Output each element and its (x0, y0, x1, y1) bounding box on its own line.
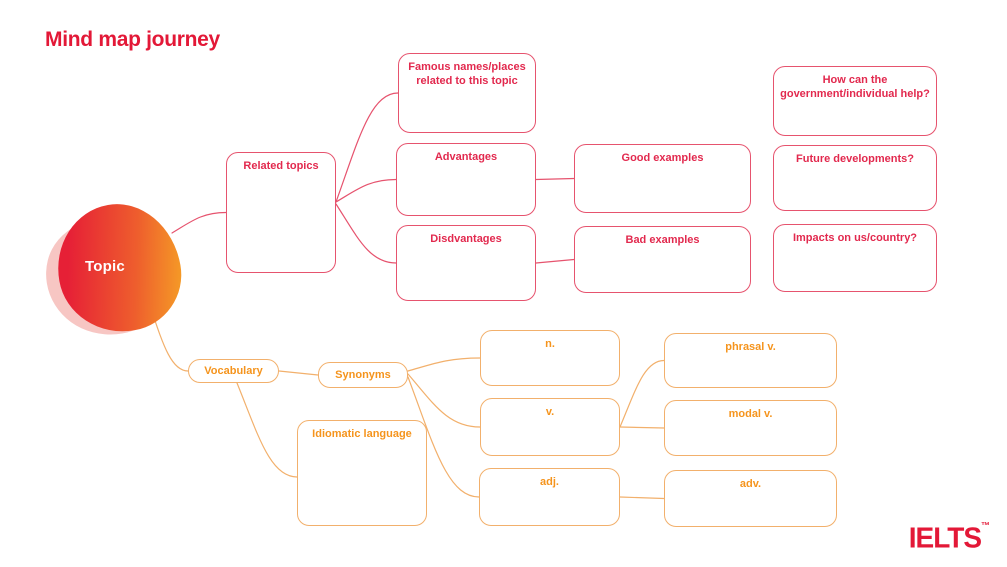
node-label: Good examples (621, 152, 704, 164)
ielts-logo: IELTS™ (908, 520, 990, 554)
ielts-logo-text: IELTS (908, 521, 982, 554)
edge-related-topics-to-advantages (335, 178, 397, 203)
page-title: Mind map journey (45, 28, 220, 51)
node-disadvantages: Disdvantages (396, 225, 536, 301)
node-adjective: adj. (479, 468, 620, 526)
node-label: phrasal v. (725, 341, 776, 353)
edge-related-topics-to-famous-names (335, 92, 399, 203)
node-label: Impacts on us/country? (792, 232, 918, 244)
trademark-symbol: ™ (981, 520, 990, 531)
node-vocabulary: Vocabulary (188, 359, 279, 383)
node-label: Famous names/places related to this topi… (408, 61, 526, 88)
node-bad-examples: Bad examples (574, 226, 751, 293)
topic-label: Topic (85, 258, 125, 275)
node-label: How can the government/individual help? (780, 74, 930, 101)
edge-synonyms-to-verb (407, 373, 481, 428)
node-label: Synonyms (335, 368, 391, 381)
node-label: n. (545, 338, 555, 350)
node-label: Related topics (243, 160, 319, 172)
node-label: Future developments? (796, 153, 914, 165)
node-label: Vocabulary (204, 364, 263, 377)
node-label: Bad examples (625, 234, 700, 246)
node-label: Disdvantages (430, 233, 502, 245)
node-future-developments: Future developments? (773, 145, 937, 211)
topic-node: Topic (33, 194, 191, 348)
node-government-help: How can the government/individual help? (773, 66, 937, 136)
edge-verb-to-phrasal-verb (619, 359, 665, 428)
edge-adjective-to-adverb (619, 496, 665, 500)
node-label: adv. (739, 478, 762, 490)
edge-synonyms-to-noun (407, 357, 481, 372)
node-related-topics: Related topics (226, 152, 336, 273)
edge-vocabulary-to-synonyms (278, 370, 319, 376)
node-label: Idiomatic language (312, 428, 412, 440)
node-synonyms: Synonyms (318, 362, 408, 388)
node-noun: n. (480, 330, 620, 386)
node-label: modal v. (728, 408, 773, 420)
node-adverb: adv. (664, 470, 837, 527)
node-verb: v. (480, 398, 620, 456)
edge-verb-to-modal-verb (619, 426, 665, 429)
node-impacts: Impacts on us/country? (773, 224, 937, 292)
node-modal-verb: modal v. (664, 400, 837, 456)
node-advantages: Advantages (396, 143, 536, 216)
node-label: Advantages (434, 151, 498, 163)
edge-advantages-to-good-examples (535, 177, 575, 181)
node-good-examples: Good examples (574, 144, 751, 213)
node-idiomatic-language: Idiomatic language (297, 420, 427, 526)
node-label: v. (545, 406, 555, 418)
node-label: adj. (540, 476, 559, 488)
edge-disadvantages-to-bad-examples (535, 258, 575, 264)
edge-related-topics-to-disadvantages (335, 203, 397, 264)
node-phrasal-verb: phrasal v. (664, 333, 837, 388)
node-famous-names: Famous names/places related to this topi… (398, 53, 536, 133)
edge-vocabulary-to-idiomatic-language (236, 382, 298, 478)
